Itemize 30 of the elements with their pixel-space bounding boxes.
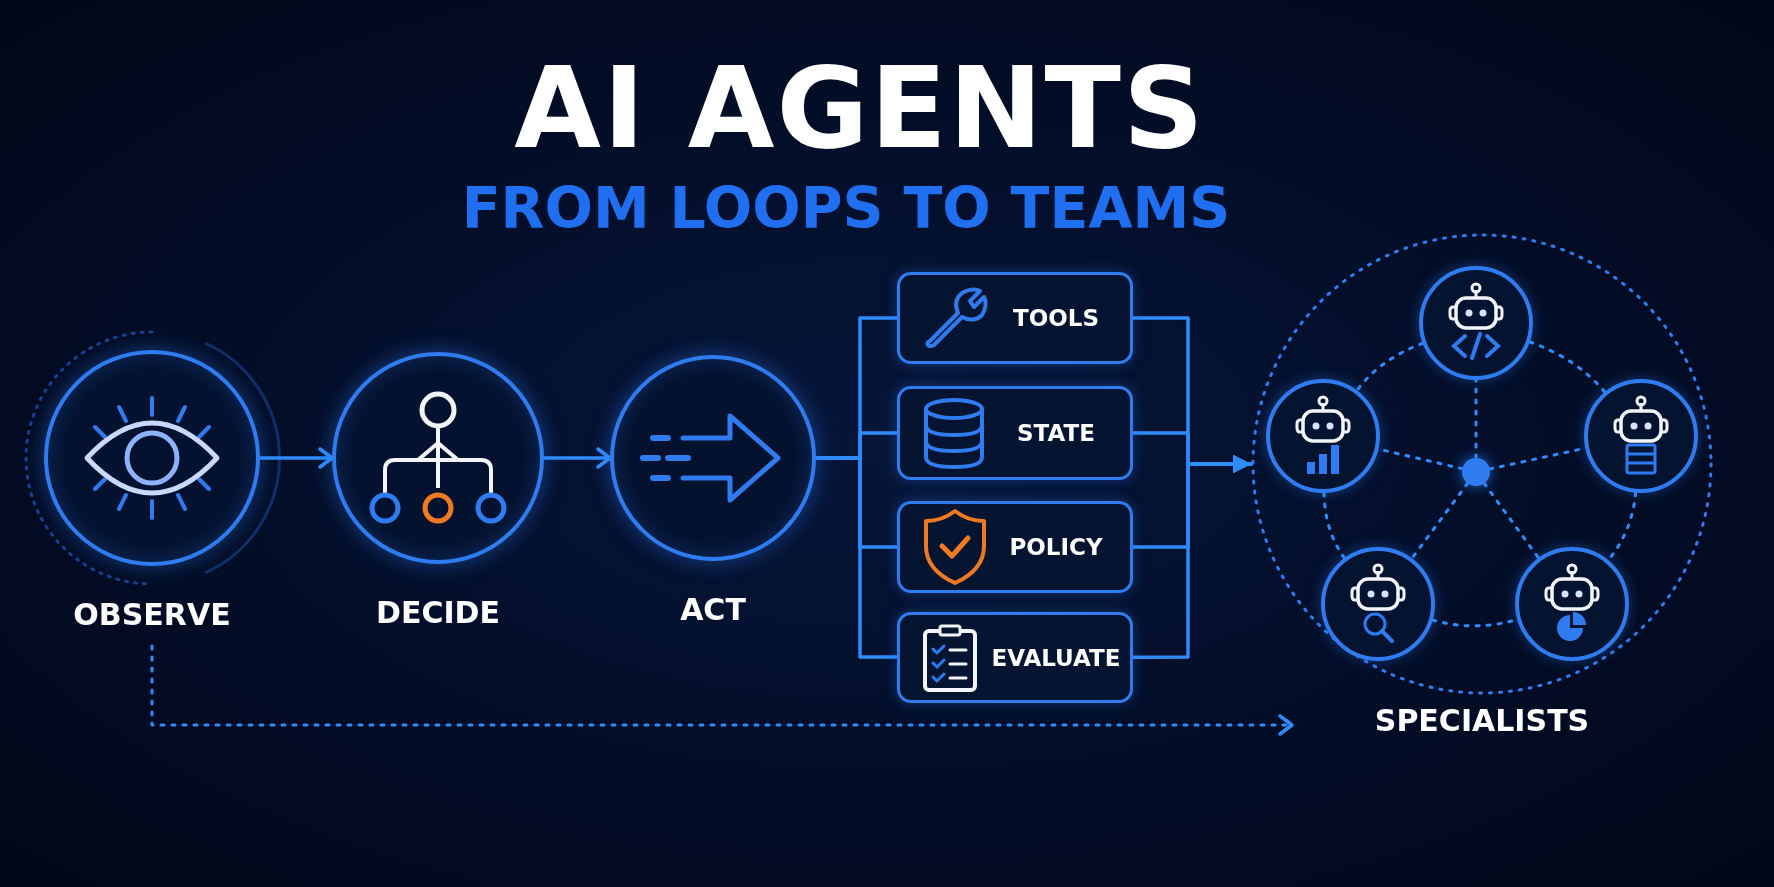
title: AI AGENTS <box>514 52 1206 164</box>
component-box <box>897 272 1133 364</box>
dotted-connector <box>1528 340 1607 394</box>
arrow <box>258 447 334 469</box>
step-label: ACT <box>680 595 746 625</box>
dotted-connector <box>1482 481 1540 560</box>
subtitle: FROM LOOPS TO TEAMS <box>461 180 1231 237</box>
arrow <box>1131 455 1253 659</box>
box-label: TOOLS <box>1012 306 1100 330</box>
box-label: EVALUATE <box>990 646 1122 669</box>
component-box <box>897 612 1133 703</box>
agent-circle <box>1321 547 1435 661</box>
dotted-connector <box>1322 491 1346 560</box>
component-box <box>897 501 1133 593</box>
team-label: SPECIALISTS <box>1374 706 1590 736</box>
agent-circle <box>1266 379 1380 493</box>
step-label: DECIDE <box>376 598 500 628</box>
dotted-connector <box>150 644 1294 736</box>
agent-circle <box>1584 379 1698 493</box>
box-label: STATE <box>1016 421 1096 445</box>
dotted-connector <box>1355 341 1425 392</box>
box-label: POLICY <box>1008 535 1104 559</box>
arrow <box>542 447 612 469</box>
component-box <box>897 386 1133 480</box>
dotted-connector <box>1474 378 1478 460</box>
step-label: OBSERVE <box>73 600 231 630</box>
dotted-connector <box>1410 481 1470 560</box>
agent-circle <box>1419 266 1533 380</box>
agent-circle <box>1515 547 1629 661</box>
hub-dot <box>1462 458 1490 486</box>
